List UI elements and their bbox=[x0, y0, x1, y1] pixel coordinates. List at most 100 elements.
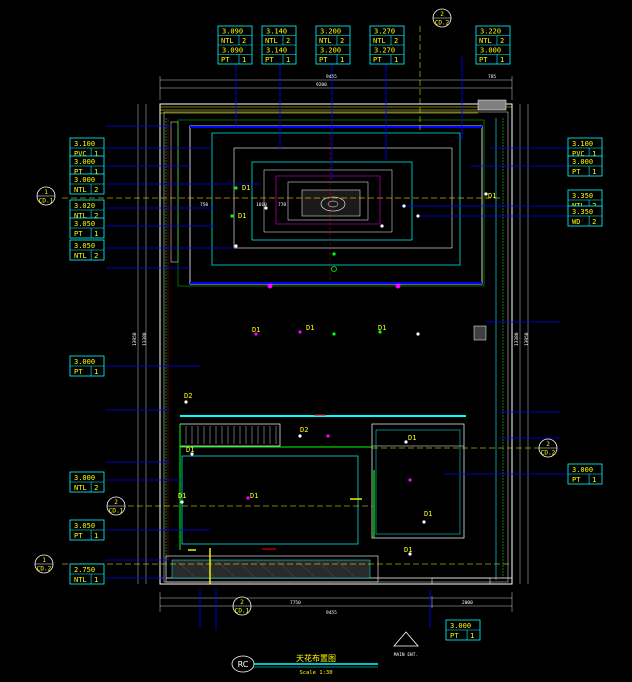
fixture-label: D1 bbox=[424, 510, 432, 518]
tag-material-number: 1 bbox=[94, 532, 98, 540]
tag-material-code: PT bbox=[450, 632, 459, 640]
tag-height-value: 3.000 bbox=[74, 176, 95, 184]
dim-bottom-left: 7750 bbox=[290, 600, 301, 606]
dim-bottom-total: 9455 bbox=[326, 610, 337, 616]
title-block: RC 天花布置图 Scale 1:30 MAIN ENT. bbox=[231, 631, 419, 676]
fixture-label: D2 bbox=[184, 392, 192, 400]
section-marker: 2CD.2 bbox=[432, 8, 452, 28]
tag-material-code: WD bbox=[572, 218, 580, 226]
tag-height-value: 3.020 bbox=[74, 202, 95, 210]
tag-height-value: 3.220 bbox=[480, 28, 501, 36]
section-number: 2 bbox=[440, 11, 444, 18]
fixture-label: D1 bbox=[252, 326, 260, 334]
tag-material-code: PT bbox=[74, 532, 83, 540]
tag-material-code: PT bbox=[373, 56, 382, 64]
section-marker: 1CD.2 bbox=[34, 554, 54, 574]
dim-right-height: 13380 bbox=[514, 332, 520, 346]
tag-material-number: 1 bbox=[394, 56, 398, 64]
tag-height-value: 3.050 bbox=[74, 522, 95, 530]
tag-material-code: PT bbox=[74, 230, 83, 238]
tag-material-number: 2 bbox=[394, 37, 398, 45]
tag-material-number: 1 bbox=[340, 56, 344, 64]
tag-height-value: 3.270 bbox=[374, 28, 395, 36]
tag-material-number: 2 bbox=[286, 37, 290, 45]
tag-material-code: PT bbox=[572, 476, 581, 484]
tag-height-value: 3.050 bbox=[74, 220, 95, 228]
fixture-labels: D1 D1 D1 D1 D1 D1 D2 D2 D1 D1 D1 D1 D1 D… bbox=[178, 184, 496, 554]
entrance-arrow-icon bbox=[393, 631, 419, 647]
dim-right-height-2: 13950 bbox=[524, 332, 530, 346]
section-marker: 2CD.2 bbox=[538, 438, 558, 458]
tag-material-number: 1 bbox=[94, 368, 98, 376]
fixture-label: D2 bbox=[300, 426, 308, 434]
dim-left-height-2: 13380 bbox=[142, 332, 148, 346]
tag-material-code: PT bbox=[74, 368, 83, 376]
dim-ceiling-c: 770 bbox=[278, 202, 286, 208]
fixture-label: D1 bbox=[306, 324, 314, 332]
fixture-label: D1 bbox=[488, 192, 496, 200]
section-sheet-ref: CD.1 bbox=[235, 608, 250, 615]
tag-material-code: PT bbox=[572, 168, 581, 176]
tag-material-number: 1 bbox=[592, 476, 596, 484]
outer-walls bbox=[159, 99, 513, 585]
tag-material-number: 1 bbox=[592, 150, 596, 158]
section-sheet-ref: CD.2 bbox=[435, 20, 450, 27]
leader-lines bbox=[106, 50, 568, 630]
section-number: 1 bbox=[44, 189, 48, 196]
tag-material-code: PVC bbox=[74, 150, 87, 158]
tag-material-number: 1 bbox=[94, 150, 98, 158]
dim-top-sub: 9200 bbox=[316, 82, 327, 88]
tag-material-number: 2 bbox=[242, 37, 246, 45]
tag-material-number: 2 bbox=[94, 186, 98, 194]
tag-material-code: PT bbox=[74, 168, 83, 176]
tag-height-value: 2.750 bbox=[74, 566, 95, 574]
tag-height-value: 3.140 bbox=[266, 47, 287, 55]
section-sheet-ref: CD.1 bbox=[39, 198, 54, 205]
fixture-label: D1 bbox=[408, 434, 416, 442]
tag-height-value: 3.090 bbox=[222, 47, 243, 55]
tag-material-code: PT bbox=[319, 56, 328, 64]
section-marker: 1CD.1 bbox=[36, 186, 56, 206]
section-sheet-ref: CD.2 bbox=[37, 566, 52, 573]
dim-left-height: 13950 bbox=[132, 332, 138, 346]
tag-height-value: 3.200 bbox=[320, 47, 341, 55]
tag-material-number: 1 bbox=[94, 230, 98, 238]
tag-material-number: 2 bbox=[94, 252, 98, 260]
tag-height-value: 3.000 bbox=[74, 474, 95, 482]
dim-top-total: 9455 bbox=[326, 74, 337, 80]
tag-material-number: 1 bbox=[286, 56, 290, 64]
tag-material-code: PT bbox=[221, 56, 230, 64]
tag-height-value: 3.140 bbox=[266, 28, 287, 36]
section-sheet-ref: CD.1 bbox=[109, 508, 124, 515]
fixture-label: D1 bbox=[242, 184, 250, 192]
main-entrance-label: MAIN ENT. bbox=[394, 652, 418, 658]
upper-ceiling-zone bbox=[177, 119, 490, 289]
dim-ceiling-b: 1010 bbox=[256, 202, 267, 208]
tag-material-code: NTL bbox=[74, 576, 87, 584]
dim-ceiling-a: 750 bbox=[200, 202, 208, 208]
tag-height-value: 3.000 bbox=[74, 358, 95, 366]
dim-bottom-right: 2000 bbox=[462, 600, 473, 606]
tag-material-code: NTL bbox=[74, 252, 87, 260]
tag-material-code: NTL bbox=[221, 37, 234, 45]
tag-material-number: 2 bbox=[94, 484, 98, 492]
tag-material-code: NTL bbox=[74, 186, 87, 194]
tag-material-code: PT bbox=[265, 56, 274, 64]
tag-material-code: NTL bbox=[373, 37, 386, 45]
tag-height-value: 3.100 bbox=[572, 140, 593, 148]
tag-material-code: NTL bbox=[265, 37, 278, 45]
